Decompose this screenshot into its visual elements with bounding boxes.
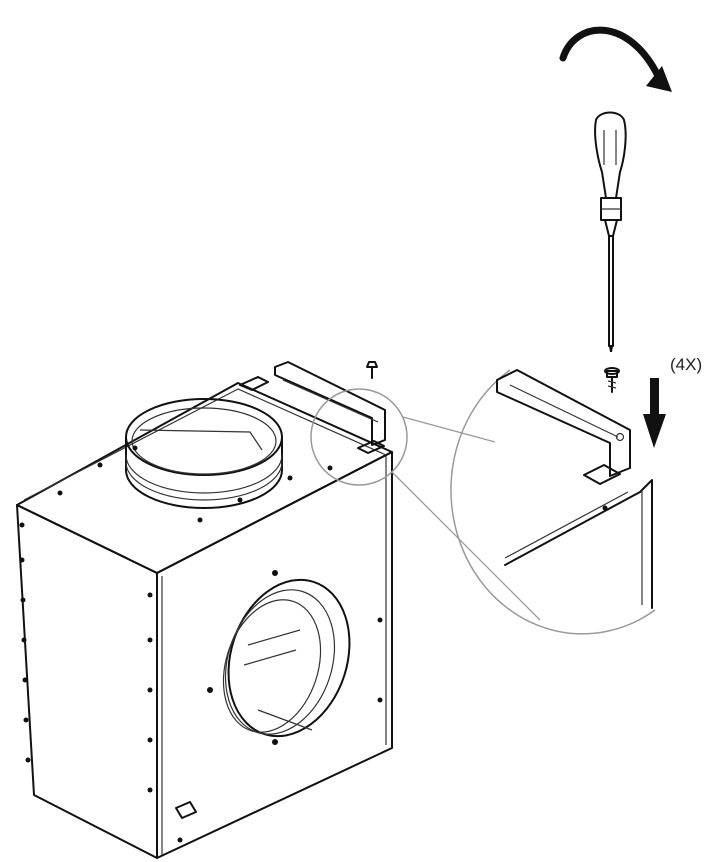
screwdriver-icon bbox=[594, 111, 627, 352]
detail-callout bbox=[310, 369, 656, 635]
label-plate bbox=[175, 801, 197, 819]
rotation-arrow-icon bbox=[559, 26, 672, 92]
fan-box-housing bbox=[16, 382, 393, 859]
housing-screws bbox=[19, 445, 383, 843]
top-duct-collar bbox=[125, 398, 283, 509]
quantity-label: (4X) bbox=[670, 355, 703, 374]
screw-icon bbox=[604, 367, 620, 393]
bracket-detail bbox=[496, 369, 653, 609]
side-duct-collar bbox=[222, 578, 351, 738]
top-mounting-bracket bbox=[239, 361, 386, 454]
down-arrow-icon bbox=[643, 378, 666, 448]
screw-icon bbox=[366, 361, 378, 379]
